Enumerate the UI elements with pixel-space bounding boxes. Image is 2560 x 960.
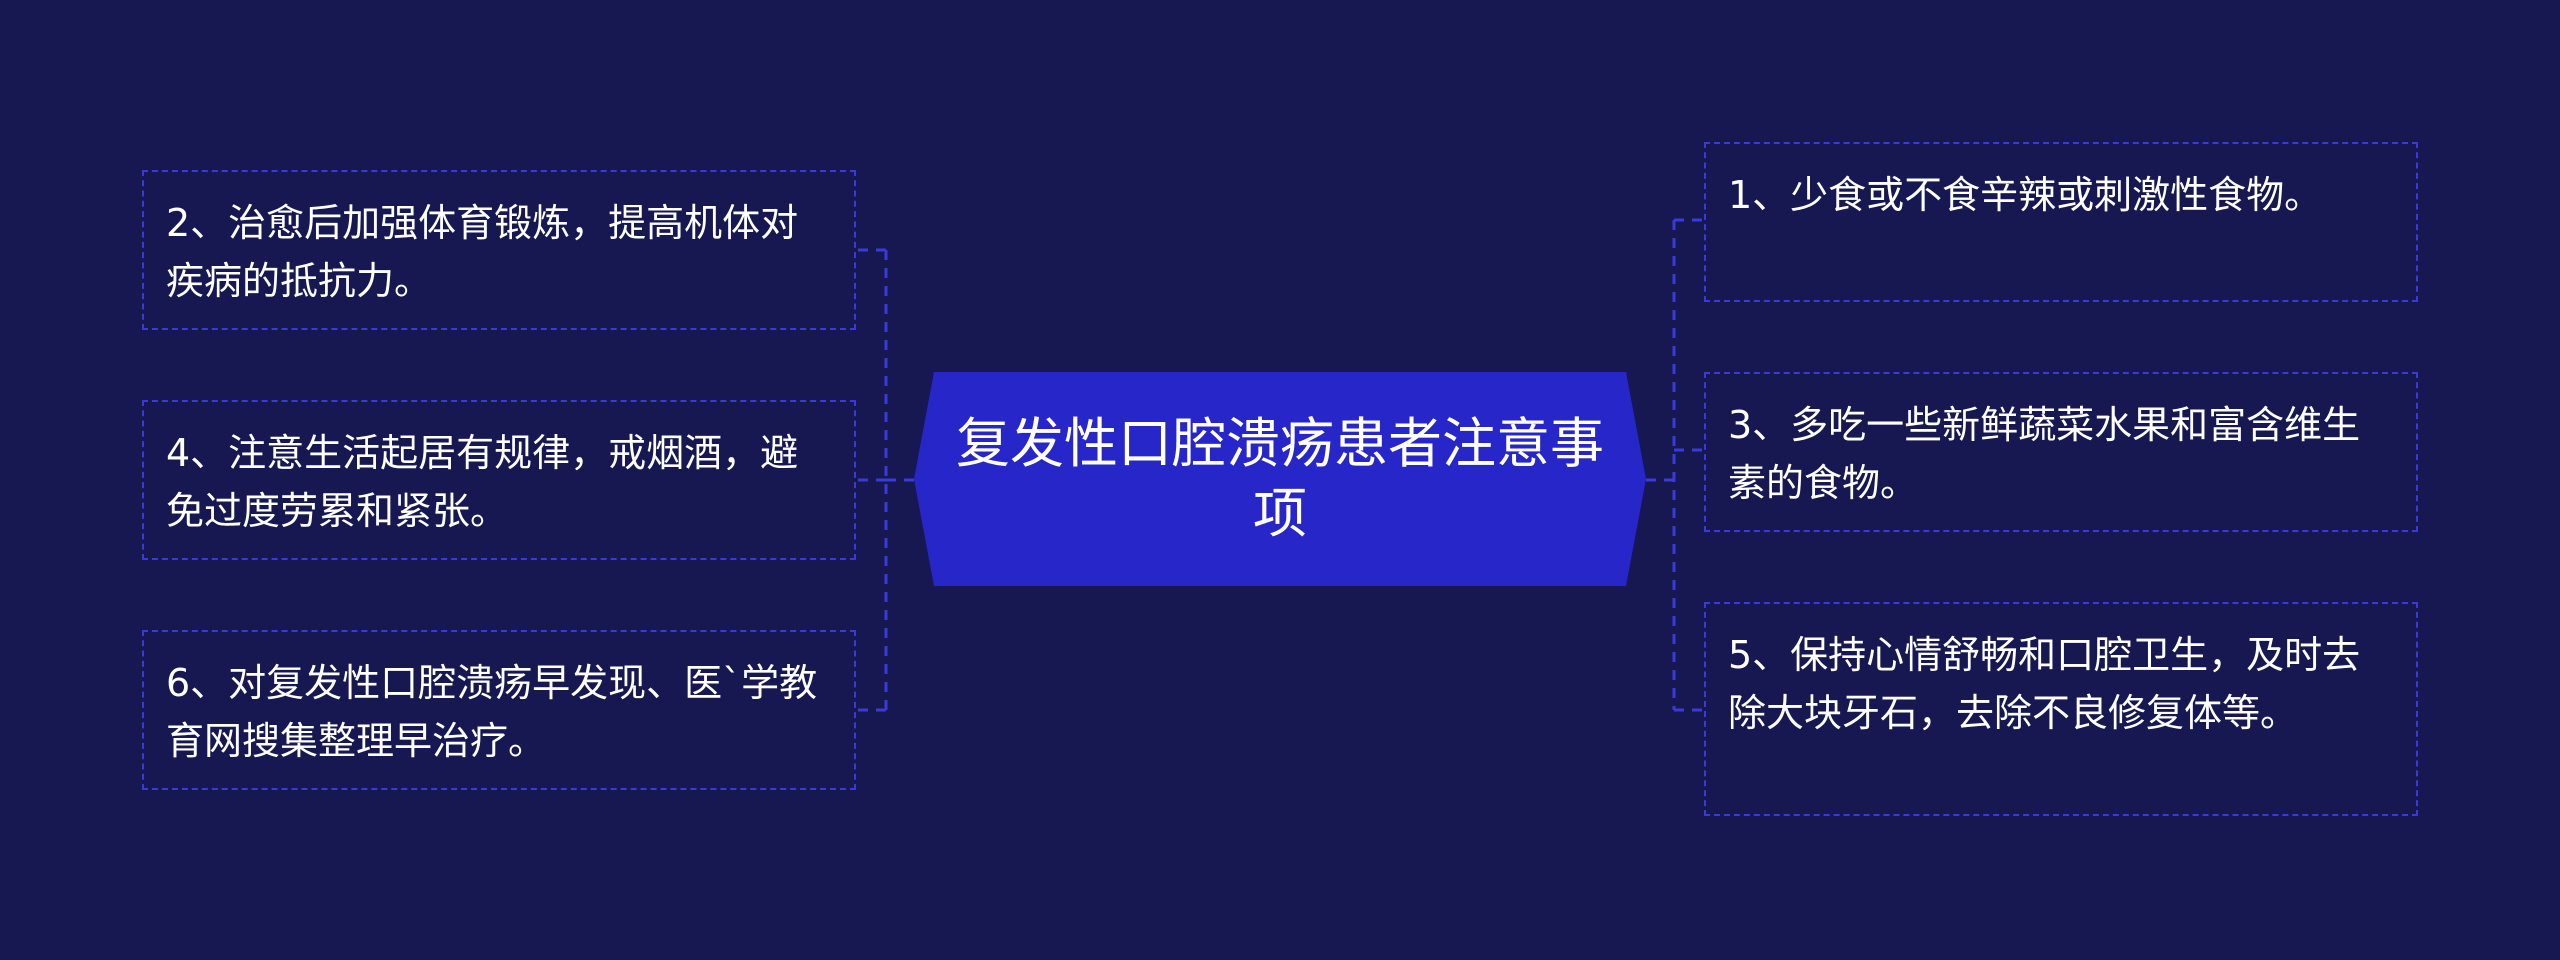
left-node-3-text: 6、对复发性口腔溃疡早发现、医`学教育网搜集整理早治疗。 [166, 661, 818, 763]
root-topic[interactable]: 复发性口腔溃疡患者注意事项 [914, 372, 1646, 586]
right-node-2[interactable]: 3、多吃一些新鲜蔬菜水果和富含维生素的食物。 [1704, 372, 2418, 532]
right-node-3[interactable]: 5、保持心情舒畅和口腔卫生，及时去除大块牙石，去除不良修复体等。 [1704, 602, 2418, 816]
left-node-2-text: 4、注意生活起居有规律，戒烟酒，避免过度劳累和紧张。 [166, 431, 799, 533]
left-node-2[interactable]: 4、注意生活起居有规律，戒烟酒，避免过度劳累和紧张。 [142, 400, 856, 560]
right-node-1-text: 1、少食或不食辛辣或刺激性食物。 [1728, 173, 2323, 217]
right-node-1[interactable]: 1、少食或不食辛辣或刺激性食物。 [1704, 142, 2418, 302]
right-node-2-text: 3、多吃一些新鲜蔬菜水果和富含维生素的食物。 [1728, 403, 2361, 505]
left-node-1[interactable]: 2、治愈后加强体育锻炼，提高机体对疾病的抵抗力。 [142, 170, 856, 330]
root-topic-text: 复发性口腔溃疡患者注意事项 [956, 412, 1604, 545]
left-node-3[interactable]: 6、对复发性口腔溃疡早发现、医`学教育网搜集整理早治疗。 [142, 630, 856, 790]
connector-left-trunk [884, 250, 914, 710]
right-node-3-text: 5、保持心情舒畅和口腔卫生，及时去除大块牙石，去除不良修复体等。 [1728, 633, 2361, 735]
connector-right-trunk [1646, 220, 1676, 710]
left-node-1-text: 2、治愈后加强体育锻炼，提高机体对疾病的抵抗力。 [166, 201, 799, 303]
